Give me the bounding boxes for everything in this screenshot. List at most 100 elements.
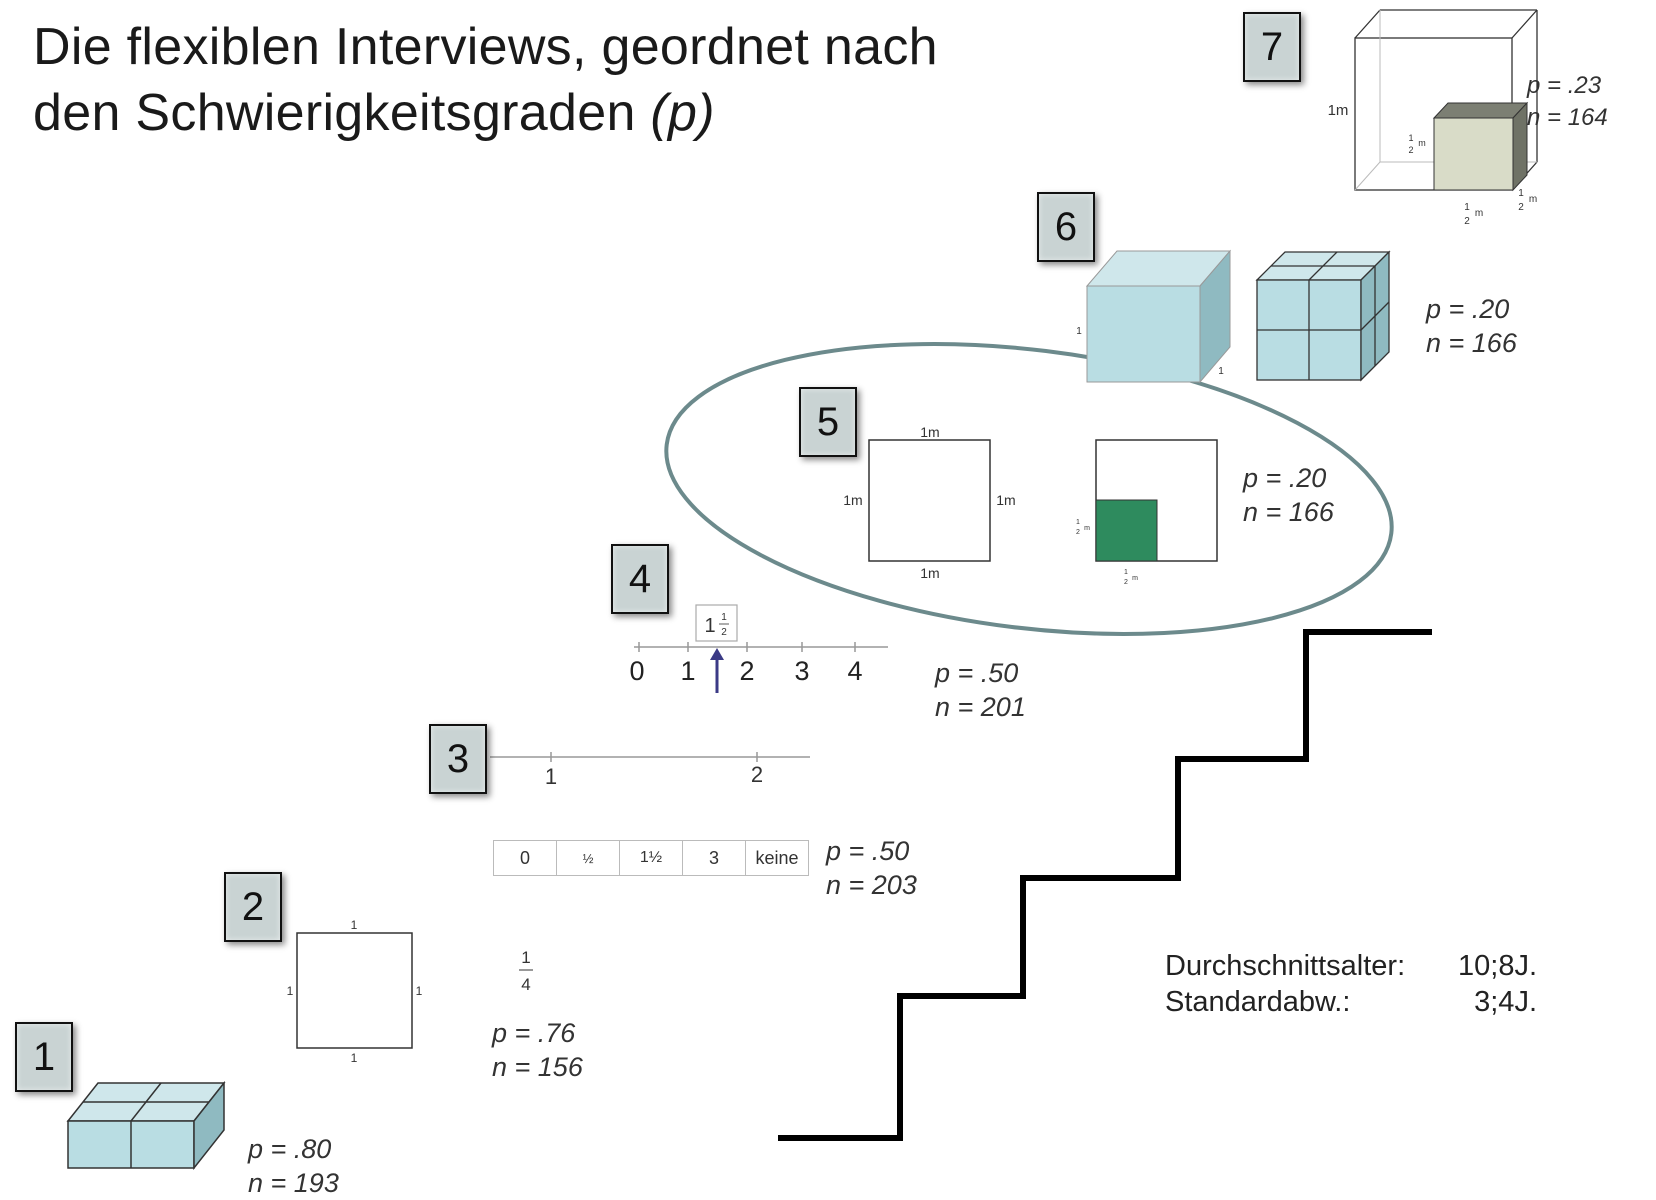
item2-label-right: 1 <box>416 984 423 998</box>
choice-cell: ½ <box>556 840 620 876</box>
step5-stats: p = .20 n = 166 <box>1243 461 1334 529</box>
step7-n: n = 164 <box>1527 104 1608 131</box>
item4-tick-label-1: 1 <box>680 656 695 686</box>
item5-half-left-den: 2 <box>1076 529 1080 536</box>
item4-tick-label-4: 4 <box>847 656 862 686</box>
step-number-5: 5 <box>799 387 857 457</box>
item5-label-top: 1m <box>920 424 939 440</box>
title-line-2-text: den Schwierigkeitsgraden <box>33 84 651 142</box>
item4-number-line: 0 1 2 3 4 1 1 2 <box>629 604 888 693</box>
item5-half-bottom-num: 1 <box>1124 569 1128 576</box>
item5-half-square-figure: 1 2 m 1 2 m <box>1076 439 1218 586</box>
staircase-line <box>778 629 1432 1141</box>
title-p-symbol: (p) <box>650 84 715 142</box>
item6-cube-figure: 1 1 <box>1076 249 1232 384</box>
item5-label-right: 1m <box>996 492 1015 508</box>
item2-fraction-denominator: 4 <box>521 975 530 994</box>
item4-tick-label-3: 3 <box>794 656 809 686</box>
step4-p: p = .50 <box>935 658 1019 688</box>
item3-choice-table: 0 ½ 1½ 3 keine <box>493 840 809 876</box>
item7-inner-cube-front <box>1433 117 1514 191</box>
step4-stats: p = .50 n = 201 <box>935 656 1026 724</box>
item5-square-figure: 1m 1m 1m 1m <box>843 424 1015 581</box>
title-line-1: Die flexiblen Interviews, geordnet nach <box>33 18 938 76</box>
step4-n: n = 201 <box>935 692 1026 722</box>
item6-label-left: 1 <box>1076 326 1082 337</box>
age-info: Durchschnittsalter: 10;8J. Standardabw.:… <box>1165 948 1537 1020</box>
item5-half-bottom-den: 2 <box>1124 579 1128 586</box>
item6-label-right: 1 <box>1218 366 1224 377</box>
item5-half-left-num: 1 <box>1076 519 1080 526</box>
step6-n: n = 166 <box>1426 328 1517 358</box>
item5-half-bottom-unit: m <box>1132 575 1138 582</box>
item7-half-bottom-unit: m <box>1475 208 1483 219</box>
item7-inner-cube-side <box>1512 101 1528 192</box>
step-number-2: 2 <box>224 872 282 942</box>
item4-callout-box <box>695 604 738 642</box>
step-number-7: 7 <box>1243 12 1301 82</box>
step2-stats: p = .76 n = 156 <box>492 1016 583 1084</box>
step-number-1: 1 <box>15 1022 73 1092</box>
item2-label-left: 1 <box>287 984 294 998</box>
choice-cell: 0 <box>493 840 557 876</box>
item7-half-right-unit: m <box>1529 194 1537 205</box>
step-number-6: 6 <box>1037 192 1095 262</box>
step5-p: p = .20 <box>1243 463 1327 493</box>
step7-stats: p = .23 n = 164 <box>1527 70 1608 134</box>
choice-cell: 1½ <box>619 840 683 876</box>
item7-half-left-num: 1 <box>1408 133 1413 143</box>
sd-age-value: 3;4J. <box>1474 986 1537 1018</box>
step1-stats: p = .80 n = 193 <box>248 1132 339 1200</box>
item4-callout-den: 2 <box>721 627 727 638</box>
item5-green-square <box>1095 499 1158 562</box>
step3-n: n = 203 <box>826 870 917 900</box>
choice-cell: keine <box>745 840 809 876</box>
item5-label-bottom: 1m <box>920 565 939 581</box>
highlight-ellipse <box>664 342 1394 636</box>
item2-fraction-numerator: 1 <box>521 948 530 967</box>
choice-cell: 3 <box>682 840 746 876</box>
step1-p: p = .80 <box>248 1134 332 1164</box>
avg-age-row: Durchschnittsalter: 10;8J. <box>1165 948 1537 984</box>
item7-half-bottom-num: 1 <box>1464 202 1470 213</box>
item5-half-left-unit: m <box>1084 525 1090 532</box>
item7-label-left: 1m <box>1328 102 1349 119</box>
item3-tick-label-1: 1 <box>545 764 557 789</box>
step2-n: n = 156 <box>492 1052 583 1082</box>
avg-age-label: Durchschnittsalter: <box>1165 950 1406 982</box>
step7-p: p = .23 <box>1527 72 1602 99</box>
step1-n: n = 193 <box>248 1168 339 1198</box>
sd-age-row: Standardabw.: 3;4J. <box>1165 984 1537 1020</box>
title-line-2: den Schwierigkeitsgraden (p) <box>33 80 938 146</box>
item7-half-right-num: 1 <box>1518 188 1524 199</box>
step5-n: n = 166 <box>1243 497 1334 527</box>
item2-label-top: 1 <box>351 918 358 932</box>
item3-tick-label-2: 2 <box>751 762 763 787</box>
item7-inner-cube-top <box>1432 102 1529 119</box>
item6-split-cube-figure <box>1255 250 1391 382</box>
item7-half-bottom-den: 2 <box>1464 216 1470 227</box>
step6-stats: p = .20 n = 166 <box>1426 292 1517 360</box>
avg-age-value: 10;8J. <box>1458 950 1537 982</box>
item7-half-left-den: 2 <box>1408 145 1413 155</box>
item3-number-line: 1 2 <box>490 752 810 789</box>
item7-half-right-den: 2 <box>1518 202 1524 213</box>
step-number-4: 4 <box>611 544 669 614</box>
step2-p: p = .76 <box>492 1018 576 1048</box>
item5-label-left: 1m <box>843 492 862 508</box>
item2-fraction: 1 4 <box>519 948 533 994</box>
sd-age-label: Standardabw.: <box>1165 986 1351 1018</box>
item2-square-figure: 1 1 1 1 <box>287 918 423 1065</box>
item4-tick-label-2: 2 <box>739 656 754 686</box>
step6-p: p = .20 <box>1426 294 1510 324</box>
item1-block-figure <box>66 1080 226 1171</box>
page-title: Die flexiblen Interviews, geordnet nach … <box>33 14 938 146</box>
item4-callout-whole: 1 <box>704 615 715 637</box>
item7-half-left-unit: m <box>1418 138 1426 148</box>
item7-cube-figure: 1m 1 2 m 1 2 m 1 2 m <box>1328 9 1538 227</box>
item2-label-bottom: 1 <box>351 1051 358 1065</box>
item4-tick-label-0: 0 <box>629 656 644 686</box>
step-number-3: 3 <box>429 724 487 794</box>
